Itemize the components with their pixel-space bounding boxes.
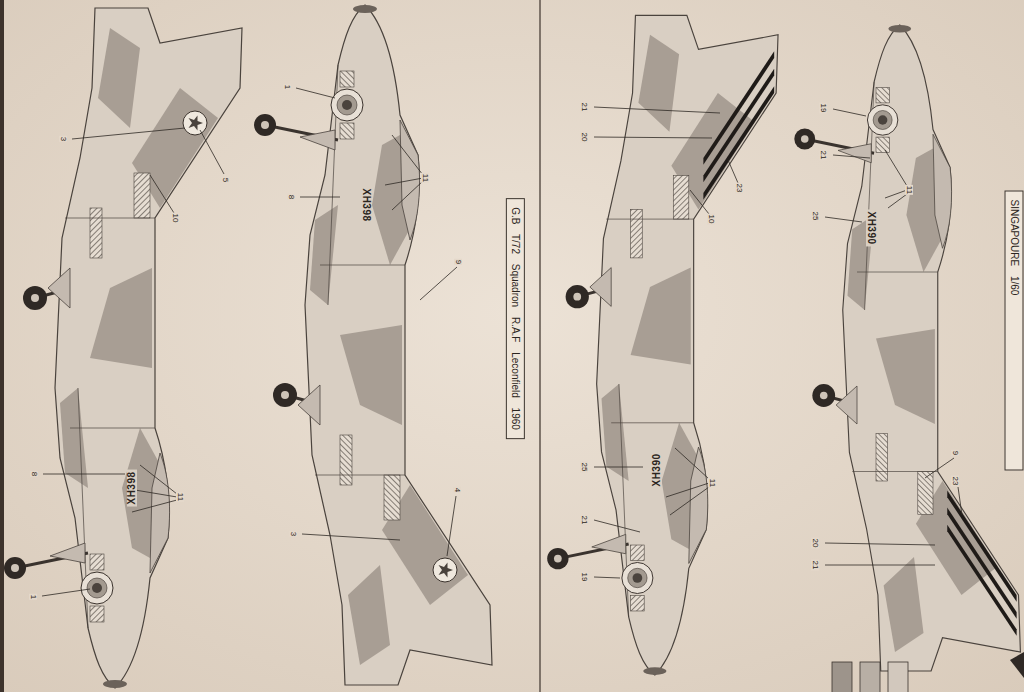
callout-number: 11 [176, 492, 184, 502]
label-anchor: XH390 [647, 451, 663, 488]
label-anchor: XH398 [122, 469, 138, 506]
label-anchor: 23 [734, 183, 750, 194]
serial-number: XH390 [652, 451, 662, 488]
callout-number: 21 [819, 150, 827, 161]
callout-number: 4 [453, 487, 461, 493]
aircraft-side-view [254, 5, 492, 685]
label-anchor: 1 [282, 84, 298, 90]
label-anchor: 8 [286, 194, 302, 200]
label-anchor: 3 [288, 531, 304, 537]
callout-number: 9 [454, 259, 462, 265]
callout-number: 11 [421, 173, 429, 183]
callout-number: 19 [580, 572, 588, 583]
maker-logo [1010, 652, 1024, 678]
colour-swatches [832, 662, 908, 692]
label-anchor: 21 [810, 560, 826, 571]
fin-stripes [947, 491, 1016, 636]
caption-box: SINGAPOURE 1/60 [1004, 190, 1023, 470]
aircraft-side-view [4, 8, 242, 688]
label-anchor: 21 [818, 150, 834, 161]
label-anchor: 21 [579, 102, 595, 113]
label-anchor: 19 [579, 572, 595, 583]
label-anchor: 10 [170, 213, 186, 224]
label-anchor: 8 [29, 471, 45, 477]
label-anchor: XH398 [360, 186, 376, 223]
callout-number: 11 [905, 185, 913, 195]
caption-text: G.B T/72 Squadron R.A.F Leconfield 1960 [509, 207, 520, 430]
label-anchor: 20 [810, 538, 826, 549]
callout-number: 19 [819, 103, 827, 114]
callout-number: 5 [221, 177, 229, 183]
callout-number: 23 [735, 183, 743, 194]
label-anchor: 10 [706, 214, 722, 225]
aircraft-side-view [794, 25, 1020, 671]
label-anchor: 11 [707, 478, 723, 488]
callout-number: 25 [580, 462, 588, 473]
fin-stripes [703, 51, 774, 199]
label-anchor: 19 [818, 103, 834, 114]
caption-text: SINGAPOURE 1/60 [1008, 199, 1019, 295]
label-anchor: 23 [950, 476, 966, 487]
page-edge [0, 0, 4, 692]
serial-number: XH398 [127, 469, 137, 506]
callout-number: 21 [811, 560, 819, 571]
label-anchor: 9 [453, 259, 469, 265]
label-anchor: XH390 [865, 209, 881, 246]
callout-number: 3 [289, 531, 297, 537]
callout-number: 11 [708, 478, 716, 488]
serial-number: XH390 [866, 209, 876, 246]
divider-line [539, 0, 541, 692]
callout-number: 21 [580, 102, 588, 113]
callout-number: 1 [283, 84, 291, 90]
caption-box: G.B T/72 Squadron R.A.F Leconfield 1960 [505, 198, 524, 439]
label-anchor: 11 [420, 173, 436, 183]
aircraft-side-view [547, 15, 778, 675]
label-anchor: 25 [579, 462, 595, 473]
label-anchor: 5 [220, 177, 236, 183]
label-anchor: 4 [452, 487, 468, 493]
label-anchor: 11 [904, 185, 920, 195]
label-anchor: 25 [810, 211, 826, 222]
callout-number: 8 [287, 194, 295, 200]
callout-number: 9 [951, 450, 959, 456]
label-anchor: 11 [175, 492, 191, 502]
callout-number: 20 [580, 132, 588, 143]
callout-number: 8 [30, 471, 38, 477]
label-anchor: 1 [28, 594, 44, 600]
callout-number: 10 [171, 213, 179, 224]
callout-number: 10 [707, 214, 715, 225]
serial-number: XH398 [361, 186, 371, 223]
callout-number: 21 [580, 515, 588, 526]
label-anchor: 9 [950, 450, 966, 456]
label-anchor: 20 [579, 132, 595, 143]
callout-number: 23 [951, 476, 959, 487]
label-anchor: 3 [58, 136, 74, 142]
callout-number: 25 [811, 211, 819, 222]
label-anchor: 21 [579, 515, 595, 526]
squadron-badge [433, 558, 457, 582]
callout-number: 20 [811, 538, 819, 549]
leader-lines [42, 88, 962, 596]
callout-number: 1 [29, 594, 37, 600]
callout-number: 3 [59, 136, 67, 142]
squadron-badge [183, 111, 207, 135]
